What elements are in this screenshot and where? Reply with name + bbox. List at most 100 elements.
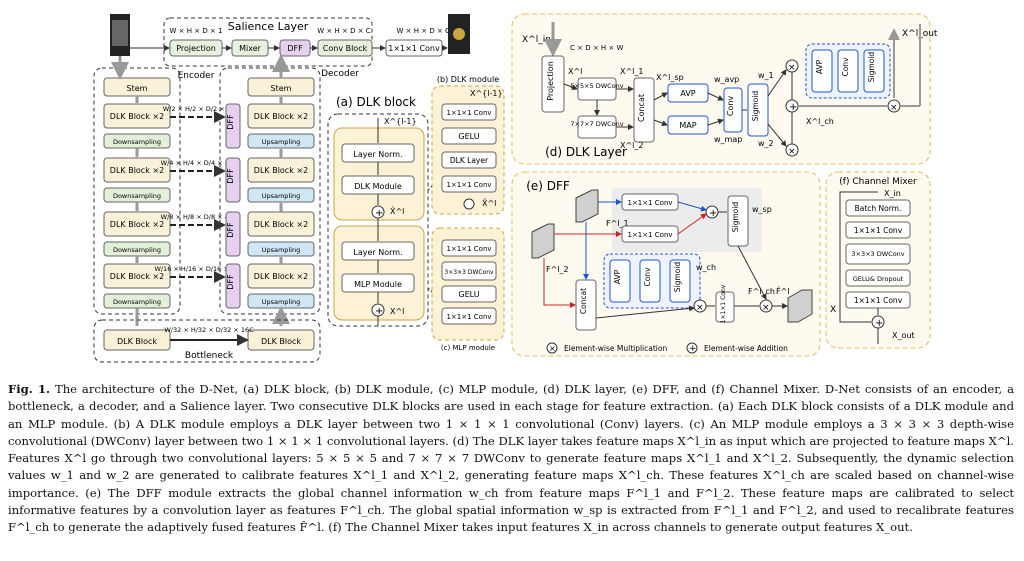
svg-text:Upsampling: Upsampling [262,138,301,146]
legend-add-icon [686,342,698,354]
svg-text:Element-wise Addition: Element-wise Addition [704,344,788,353]
svg-text:Concat: Concat [579,288,588,314]
svg-text:Sigmoid: Sigmoid [673,262,682,293]
svg-text:+: + [375,208,383,219]
svg-text:+: + [875,318,883,329]
svg-text:1×1×1 Conv: 1×1×1 Conv [720,284,727,323]
svg-text:1×1×1 Conv: 1×1×1 Conv [627,231,672,239]
encoder-stage-3: DLK Block ×2 Downsampling [103,211,171,257]
svg-text:Upsampling: Upsampling [262,246,301,254]
svg-text:C × D × H × W: C × D × H × W [570,44,623,52]
svg-text:X^{l-1}: X^{l-1} [384,117,417,126]
decoder: Decoder Stem DFF DLK Block ×2 Upsampling… [219,54,359,326]
svg-text:Layer Norm.: Layer Norm. [353,248,402,257]
svg-text:DFF: DFF [226,274,235,290]
svg-text:X^l_in: X^l_in [522,35,551,45]
decoder-stage-2: DFF DLK Block ×2 Upsampling [225,157,315,203]
decoder-stage-4: DFF DLK Block ×2 Upsampling [225,263,315,309]
encoder: Encoder Stem DLK Block ×2 Downsampling D… [93,56,215,326]
svg-text:DLK Block ×2: DLK Block ×2 [254,112,308,121]
svg-text:DLK Block ×2: DLK Block ×2 [110,166,164,175]
panel-e-dff: (e) DFF F^l_1 F^l_2 1×1×1 Conv 1×1×1 Con… [511,171,821,357]
svg-text:DFF: DFF [226,222,235,238]
svg-text:+: + [375,306,383,317]
svg-text:w_1: w_1 [758,71,774,80]
svg-text:Upsampling: Upsampling [262,192,301,200]
decoder-stage-3: DFF DLK Block ×2 Upsampling [225,211,315,257]
svg-text:Projection: Projection [176,44,216,53]
svg-text:DLK Block ×2: DLK Block ×2 [254,272,308,281]
svg-text:3×3×3 DWConv: 3×3×3 DWConv [444,269,494,276]
figure-caption: Fig. 1. The architecture of the D-Net, (… [8,381,1014,537]
svg-text:Stem: Stem [127,84,148,93]
svg-text:W × H × D × 1: W × H × D × 1 [170,27,223,35]
svg-text:Batch Norm.: Batch Norm. [855,204,902,213]
svg-text:w_sp: w_sp [752,205,772,214]
svg-text:(d) DLK Layer: (d) DLK Layer [545,145,627,159]
svg-text:DLK Block ×2: DLK Block ×2 [110,220,164,229]
svg-text:5×5×5 DWConv: 5×5×5 DWConv [570,82,623,90]
svg-text:Mixer: Mixer [239,44,262,53]
svg-text:Projection: Projection [546,61,555,101]
svg-text:1×1×1 Conv: 1×1×1 Conv [627,199,672,207]
svg-text:1×1×1 Conv: 1×1×1 Conv [446,313,491,321]
svg-text:W/4 × H/4 × D/4 × 2C: W/4 × H/4 × D/4 × 2C [161,159,234,167]
svg-text:X_in: X_in [884,189,901,198]
svg-text:W × H × D × Class: W × H × D × Class [397,27,464,35]
svg-text:Decoder: Decoder [321,69,359,79]
svg-text:X^{l-1}: X^{l-1} [470,89,503,98]
decoder-stage-1: DFF DLK Block ×2 Upsampling [225,103,315,149]
legend-mul-icon [546,342,558,354]
svg-text:1×1×1 Conv: 1×1×1 Conv [446,181,491,189]
svg-text:Layer Norm.: Layer Norm. [353,150,402,159]
svg-text:+: + [789,102,797,113]
svg-text:1×1×1 Conv: 1×1×1 Conv [446,109,491,117]
svg-text:Conv: Conv [643,267,652,287]
svg-text:DLK Block ×2: DLK Block ×2 [110,272,164,281]
svg-text:W/8 × H/8 × D/8 × 4C: W/8 × H/8 × D/8 × 4C [161,213,234,221]
architecture-figure: Salience Layer W × H × D × 1 W × H × D ×… [93,13,938,363]
svg-text:X^l: X^l [568,67,582,76]
svg-text:Sigmoid: Sigmoid [731,202,740,233]
svg-text:X^l_2: X^l_2 [620,141,644,150]
caption-label: Fig. 1. [8,382,51,396]
svg-text:W × H × D × C: W × H × D × C [317,27,371,35]
svg-text:F^l_2: F^l_2 [546,265,569,274]
svg-text:Concat: Concat [637,94,646,122]
svg-text:w_map: w_map [714,135,742,144]
svg-text:X̂^l: X̂^l [482,198,496,208]
svg-text:Encoder: Encoder [178,71,215,81]
svg-text:×: × [890,103,898,113]
svg-text:Element-wise Multiplication: Element-wise Multiplication [564,344,667,353]
svg-text:DLK Block ×2: DLK Block ×2 [254,166,308,175]
encoder-stage-1: DLK Block ×2 Downsampling [103,103,171,149]
svg-text:MAP: MAP [679,121,696,130]
svg-text:3×3×3 DWConv: 3×3×3 DWConv [851,250,904,258]
svg-text:AVP: AVP [815,59,824,74]
panel-b-dlk-module: (b) DLK module X^{l-1} 1×1×1 Conv GELU D… [431,75,505,215]
svg-text:1×1×1 Conv: 1×1×1 Conv [388,44,440,53]
panel-d-dlk-layer: (d) DLK Layer X^l_in C × D × H × W Proje… [511,13,938,165]
svg-text:X^l_sp: X^l_sp [656,73,684,82]
svg-text:AVP: AVP [613,269,622,284]
svg-text:DLK Layer: DLK Layer [450,156,489,165]
svg-text:(c) MLP module: (c) MLP module [441,344,495,352]
svg-text:DFF: DFF [226,168,235,184]
svg-text:F̂^l: F̂^l [776,286,790,296]
salience-title: Salience Layer [228,20,309,33]
svg-text:DLK Block ×2: DLK Block ×2 [254,220,308,229]
svg-text:1×1×1 Conv: 1×1×1 Conv [854,296,903,305]
svg-text:+: + [709,208,717,219]
svg-text:Conv: Conv [841,57,850,77]
svg-text:DLK Block ×2: DLK Block ×2 [110,112,164,121]
svg-text:DLK Block: DLK Block [261,337,301,346]
svg-text:Upsampling: Upsampling [262,298,301,306]
svg-text:×: × [788,147,796,157]
svg-text:w_2: w_2 [758,139,774,148]
bottleneck: DLK Block DLK Block W/32 × H/32 × D/32 ×… [93,319,321,363]
svg-text:×: × [762,303,770,313]
svg-text:GELU: GELU [458,132,479,141]
skip-connections: W/2 × H/2 × D/2 × C W/4 × H/4 × D/4 × 2C… [154,105,240,283]
encoder-stage-2: DLK Block ×2 Downsampling [103,157,171,203]
svg-text:GELU& Dropout: GELU& Dropout [853,275,904,283]
